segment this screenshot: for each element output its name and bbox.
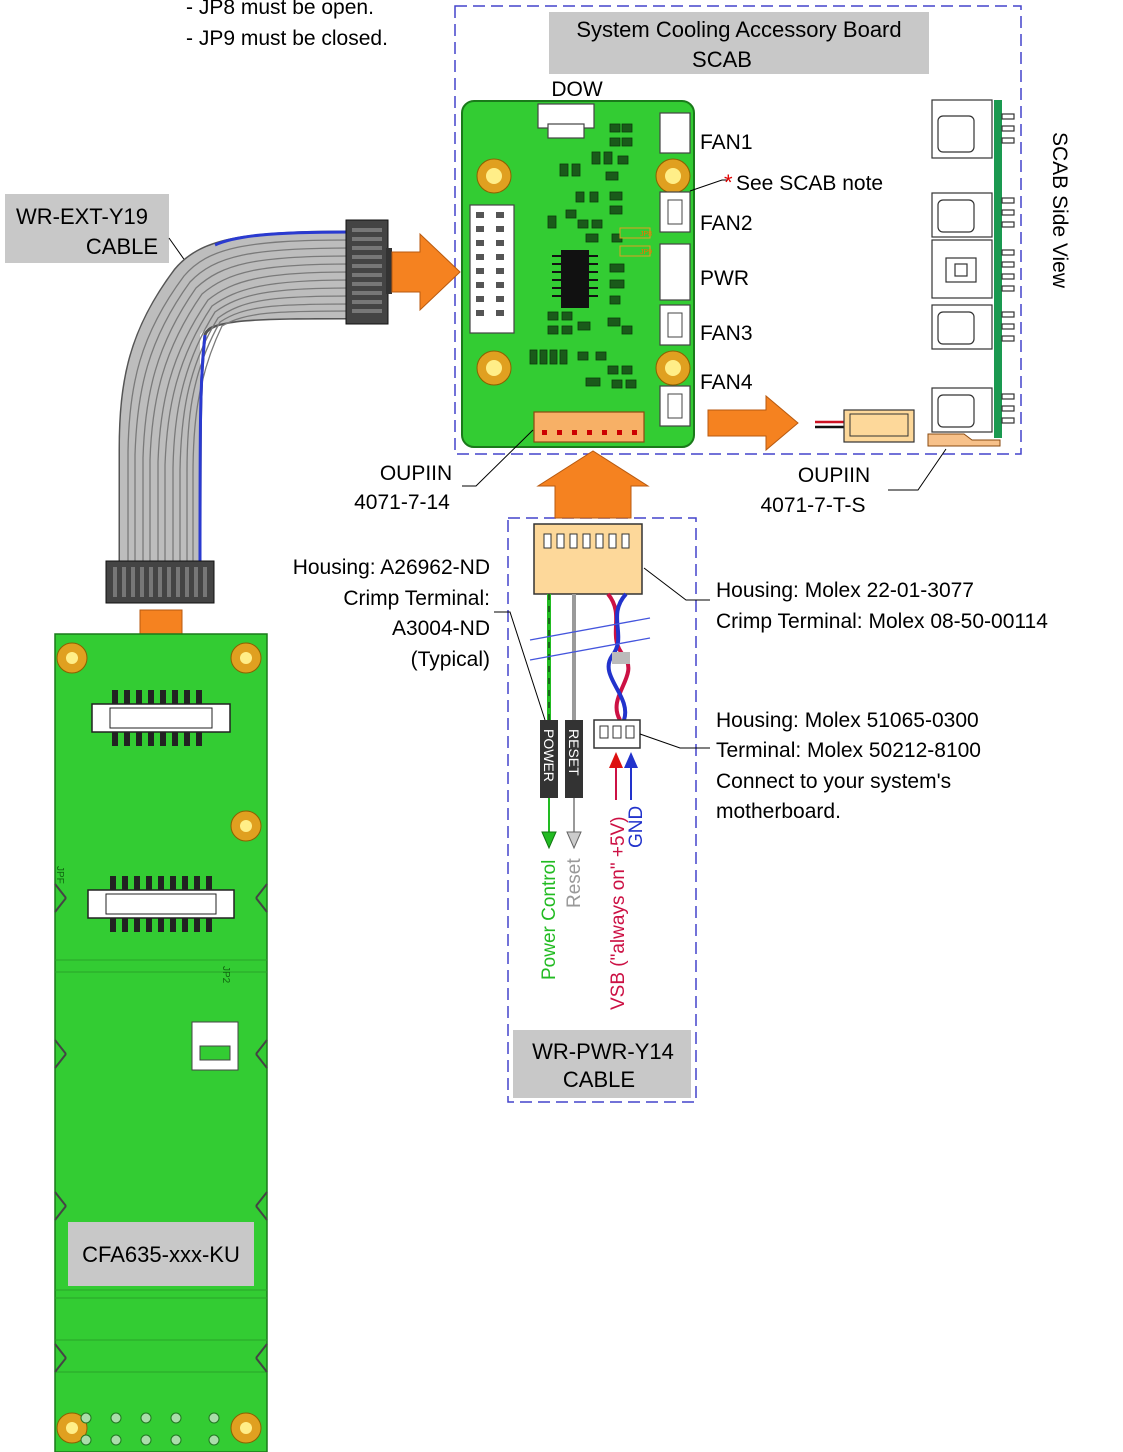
scab-subtitle: SCAB — [692, 47, 752, 72]
signal-vsb: VSB ("always on" +5V) — [608, 816, 629, 1010]
housing-molex3-line1: Housing: Molex 51065-0300 — [716, 709, 979, 732]
mounting-hole — [655, 158, 691, 194]
oupiin-right-line2: 4071-7-T-S — [760, 494, 865, 517]
oupiin-left-line1: OUPIIN — [380, 462, 452, 485]
pwr-label: PWR — [700, 267, 749, 290]
fan3-label: FAN3 — [700, 322, 753, 345]
signal-power-control: Power Control — [539, 860, 560, 980]
orange-arrow — [391, 232, 461, 312]
scab-frame — [454, 5, 1022, 455]
scab-side-view — [927, 99, 1015, 447]
housing-molex3-line4: motherboard. — [716, 800, 841, 823]
note-star: * — [724, 170, 733, 195]
pwr-cable-line1: WR-PWR-Y14 — [532, 1039, 674, 1064]
ext-cable-connector-bottom — [105, 560, 215, 604]
housing-left-line4: (Typical) — [411, 648, 490, 671]
housing-molex3-line3: Connect to your system's — [716, 770, 951, 793]
signal-reset: Reset — [564, 858, 585, 908]
housing-molex3-line2: Terminal: Molex 50212-8100 — [716, 739, 981, 762]
scab-side-view-label: SCAB Side View — [1048, 132, 1071, 289]
ext-cable-connector-top — [345, 219, 392, 325]
mounting-hole — [476, 350, 512, 386]
molex-3pin-housing — [593, 719, 641, 749]
pwr-cable-frame — [507, 517, 697, 1103]
scab-board: JP8 JP9 — [461, 100, 695, 448]
ext-cable-line2: CABLE — [86, 234, 158, 259]
cfa635-board — [54, 633, 268, 1452]
ext-cable-line1: WR-EXT-Y19 — [16, 204, 148, 229]
jp9-label: JP9 — [640, 249, 652, 256]
orange-arrow — [707, 394, 799, 452]
reset-tag — [565, 720, 583, 798]
jp2-label: JP2 — [220, 966, 231, 984]
fan-plug — [843, 409, 915, 443]
pwr-cable-label-box — [513, 1030, 691, 1098]
molex-7pin-housing — [533, 523, 643, 595]
oupiin-right-line1: OUPIIN — [798, 464, 870, 487]
signal-gnd: GND — [626, 806, 647, 848]
reset-tag-label: RESET — [566, 729, 582, 776]
fan1-label: FAN1 — [700, 131, 753, 154]
scab-title: System Cooling Accessory Board — [576, 17, 901, 42]
scab-title-box — [549, 12, 929, 74]
fan2-label: FAN2 — [700, 212, 753, 235]
housing-molex7-line2: Crimp Terminal: Molex 08-50-00114 — [716, 610, 1048, 633]
pwr-cable-line2: CABLE — [563, 1067, 635, 1092]
housing-left-line1: Housing: A26962-ND — [293, 556, 490, 579]
scab-note-text: See SCAB note — [736, 172, 883, 195]
orange-arrow — [536, 450, 650, 519]
housing-left-line2: Crimp Terminal: — [343, 587, 490, 610]
module-label: CFA635-xxx-KU — [82, 1242, 240, 1267]
power-tag — [540, 720, 558, 798]
pwr-cable-wires — [529, 592, 651, 722]
housing-left-line3: A3004-ND — [392, 617, 490, 640]
mounting-hole — [476, 158, 512, 194]
note-jp9: - JP9 must be closed. — [186, 27, 388, 50]
jp8-label: JP8 — [640, 231, 652, 238]
ribbon-cable — [118, 230, 351, 566]
note-jp8: - JP8 must be open. — [186, 0, 374, 19]
fan4-label: FAN4 — [700, 371, 753, 394]
mounting-hole — [655, 350, 691, 386]
housing-molex7-line1: Housing: Molex 22-01-3077 — [716, 579, 974, 602]
dow-label: DOW — [551, 78, 603, 101]
power-tag-label: POWER — [541, 729, 557, 782]
oupiin-left-line2: 4071-7-14 — [354, 491, 450, 514]
jpf-label: JPF — [54, 866, 65, 884]
ext-cable-label-box — [5, 194, 169, 263]
